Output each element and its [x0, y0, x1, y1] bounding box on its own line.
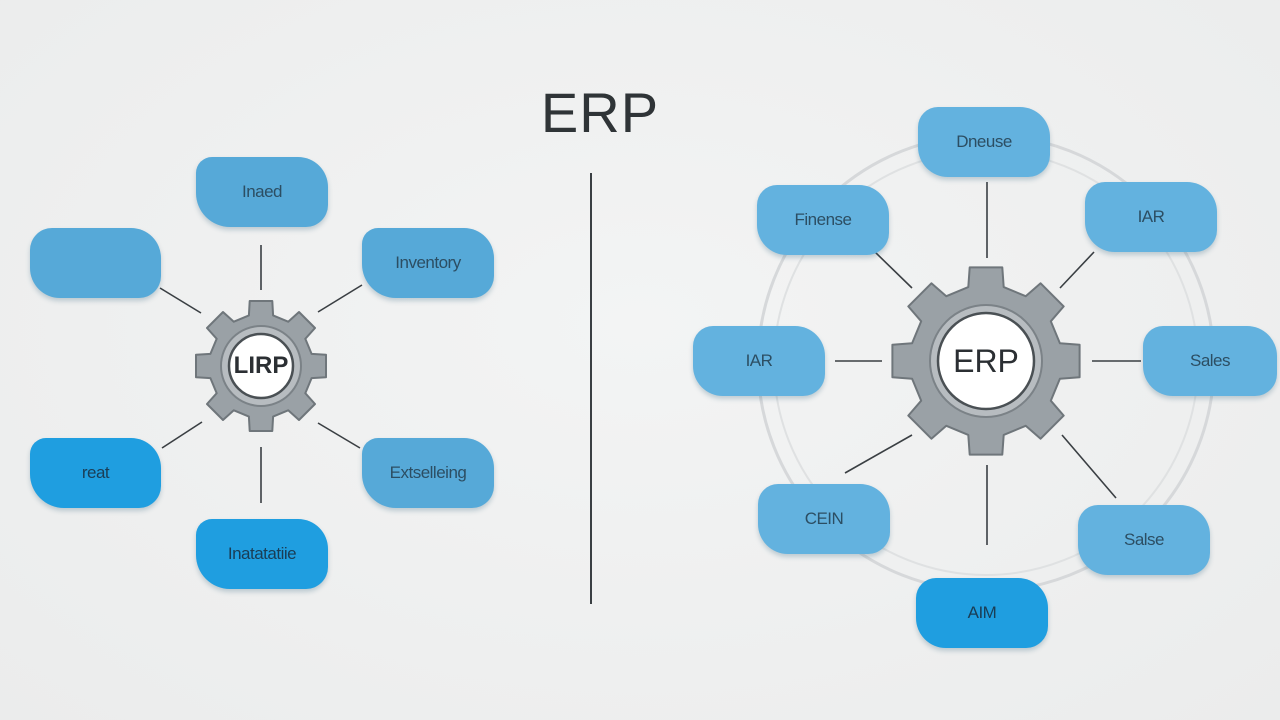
right-node-top-label: Dneuse — [956, 132, 1012, 151]
left-node-bottom-label: Inatatatiie — [227, 544, 297, 563]
page-title: ERP — [540, 81, 660, 144]
left-node-top-label: Inaed — [241, 182, 283, 201]
left-gear-hub — [227, 332, 295, 400]
right-node-upper-left-label: Finense — [794, 210, 852, 229]
right-node-lower-left: CEIN — [758, 484, 890, 554]
right-connector-upper-left — [874, 251, 913, 289]
right-node-upper-right-label: IAR — [1137, 207, 1165, 226]
right-hub-label: ERP — [953, 343, 1019, 379]
right-node-upper-right: IAR — [1085, 182, 1217, 252]
right-node-left-label: IAR — [745, 351, 773, 370]
right-node-upper-left: Finense — [757, 185, 889, 255]
left-node-upper-right-label: Inventory — [395, 253, 461, 272]
right-node-top: Dneuse — [918, 107, 1050, 177]
right-node-right-label: Sales — [1189, 351, 1231, 370]
left-node-upper-right: Inventory — [362, 228, 494, 298]
right-node-bottom: AIM — [916, 578, 1048, 648]
right-node-lower-right-label: Salse — [1123, 530, 1165, 549]
left-node-lower-left: reat — [30, 438, 161, 508]
left-connectors — [159, 245, 363, 503]
left-connector-upper-right — [317, 284, 363, 313]
left-gear-icon — [195, 300, 327, 432]
left-hub-label: LIRP — [233, 352, 289, 379]
right-connector-upper-right — [1059, 251, 1095, 289]
right-node-lower-left-label: CEIN — [804, 509, 844, 528]
right-node-lower-right: Salse — [1078, 505, 1210, 575]
left-connector-upper-left — [159, 287, 202, 314]
left-node-lower-right-label: Extselleing — [389, 463, 467, 482]
left-node-upper-left — [30, 228, 161, 298]
right-connector-lower-right — [1061, 434, 1117, 499]
right-connector-lower-left — [844, 434, 913, 474]
right-node-bottom-label: AIM — [967, 603, 997, 622]
right-gear-hub — [936, 311, 1036, 411]
left-node-lower-left-label: reat — [81, 463, 110, 482]
left-connector-lower-left — [161, 421, 203, 449]
left-node-lower-right: Extselleing — [362, 438, 494, 508]
left-node-bottom: Inatatatiie — [196, 519, 328, 589]
right-connectors — [835, 182, 1141, 545]
right-node-left: IAR — [693, 326, 825, 396]
right-node-right: Sales — [1143, 326, 1277, 396]
left-node-top: Inaed — [196, 157, 328, 227]
right-gear-icon — [891, 266, 1081, 456]
left-connector-lower-right — [317, 422, 361, 449]
